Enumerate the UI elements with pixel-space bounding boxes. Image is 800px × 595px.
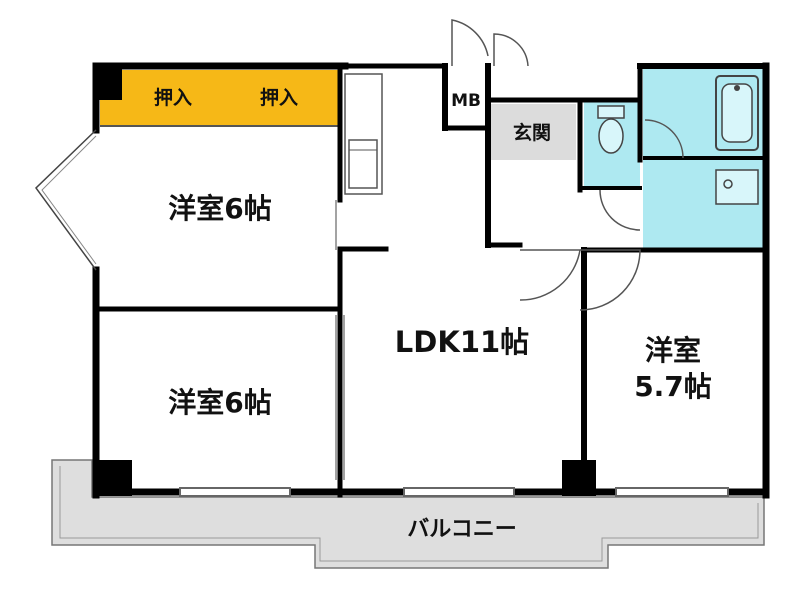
- toilet-icon: [597, 105, 625, 154]
- western-room-right-label-1: 洋室: [645, 334, 701, 367]
- bay-window: [35, 129, 97, 271]
- windows: [179, 487, 729, 497]
- entrance-label: 玄関: [513, 121, 551, 144]
- ldk-label: LDK11帖: [395, 325, 529, 359]
- western-room-top-label: 洋室6帖: [168, 192, 271, 225]
- closet-1-label: 押入: [154, 86, 192, 109]
- western-room-right-label-2: 5.7帖: [634, 370, 712, 403]
- pillar: [96, 460, 132, 496]
- washbasin-icon: [715, 169, 759, 205]
- kitchen-counter: [344, 73, 383, 195]
- pillar: [96, 66, 122, 100]
- sliding-doors: [335, 200, 345, 480]
- western-room-bottom-label: 洋室6帖: [168, 386, 271, 419]
- closet-2-label: 押入: [260, 86, 298, 109]
- balcony-area: [51, 459, 765, 569]
- pillar: [562, 460, 596, 496]
- entrance-area: [488, 104, 576, 160]
- meter-box-label: MB: [451, 91, 481, 111]
- balcony-label: バルコニー: [407, 517, 517, 542]
- door-swings: [451, 19, 684, 311]
- balcony-inner-line: [59, 466, 759, 562]
- closet-2-area: [220, 70, 338, 126]
